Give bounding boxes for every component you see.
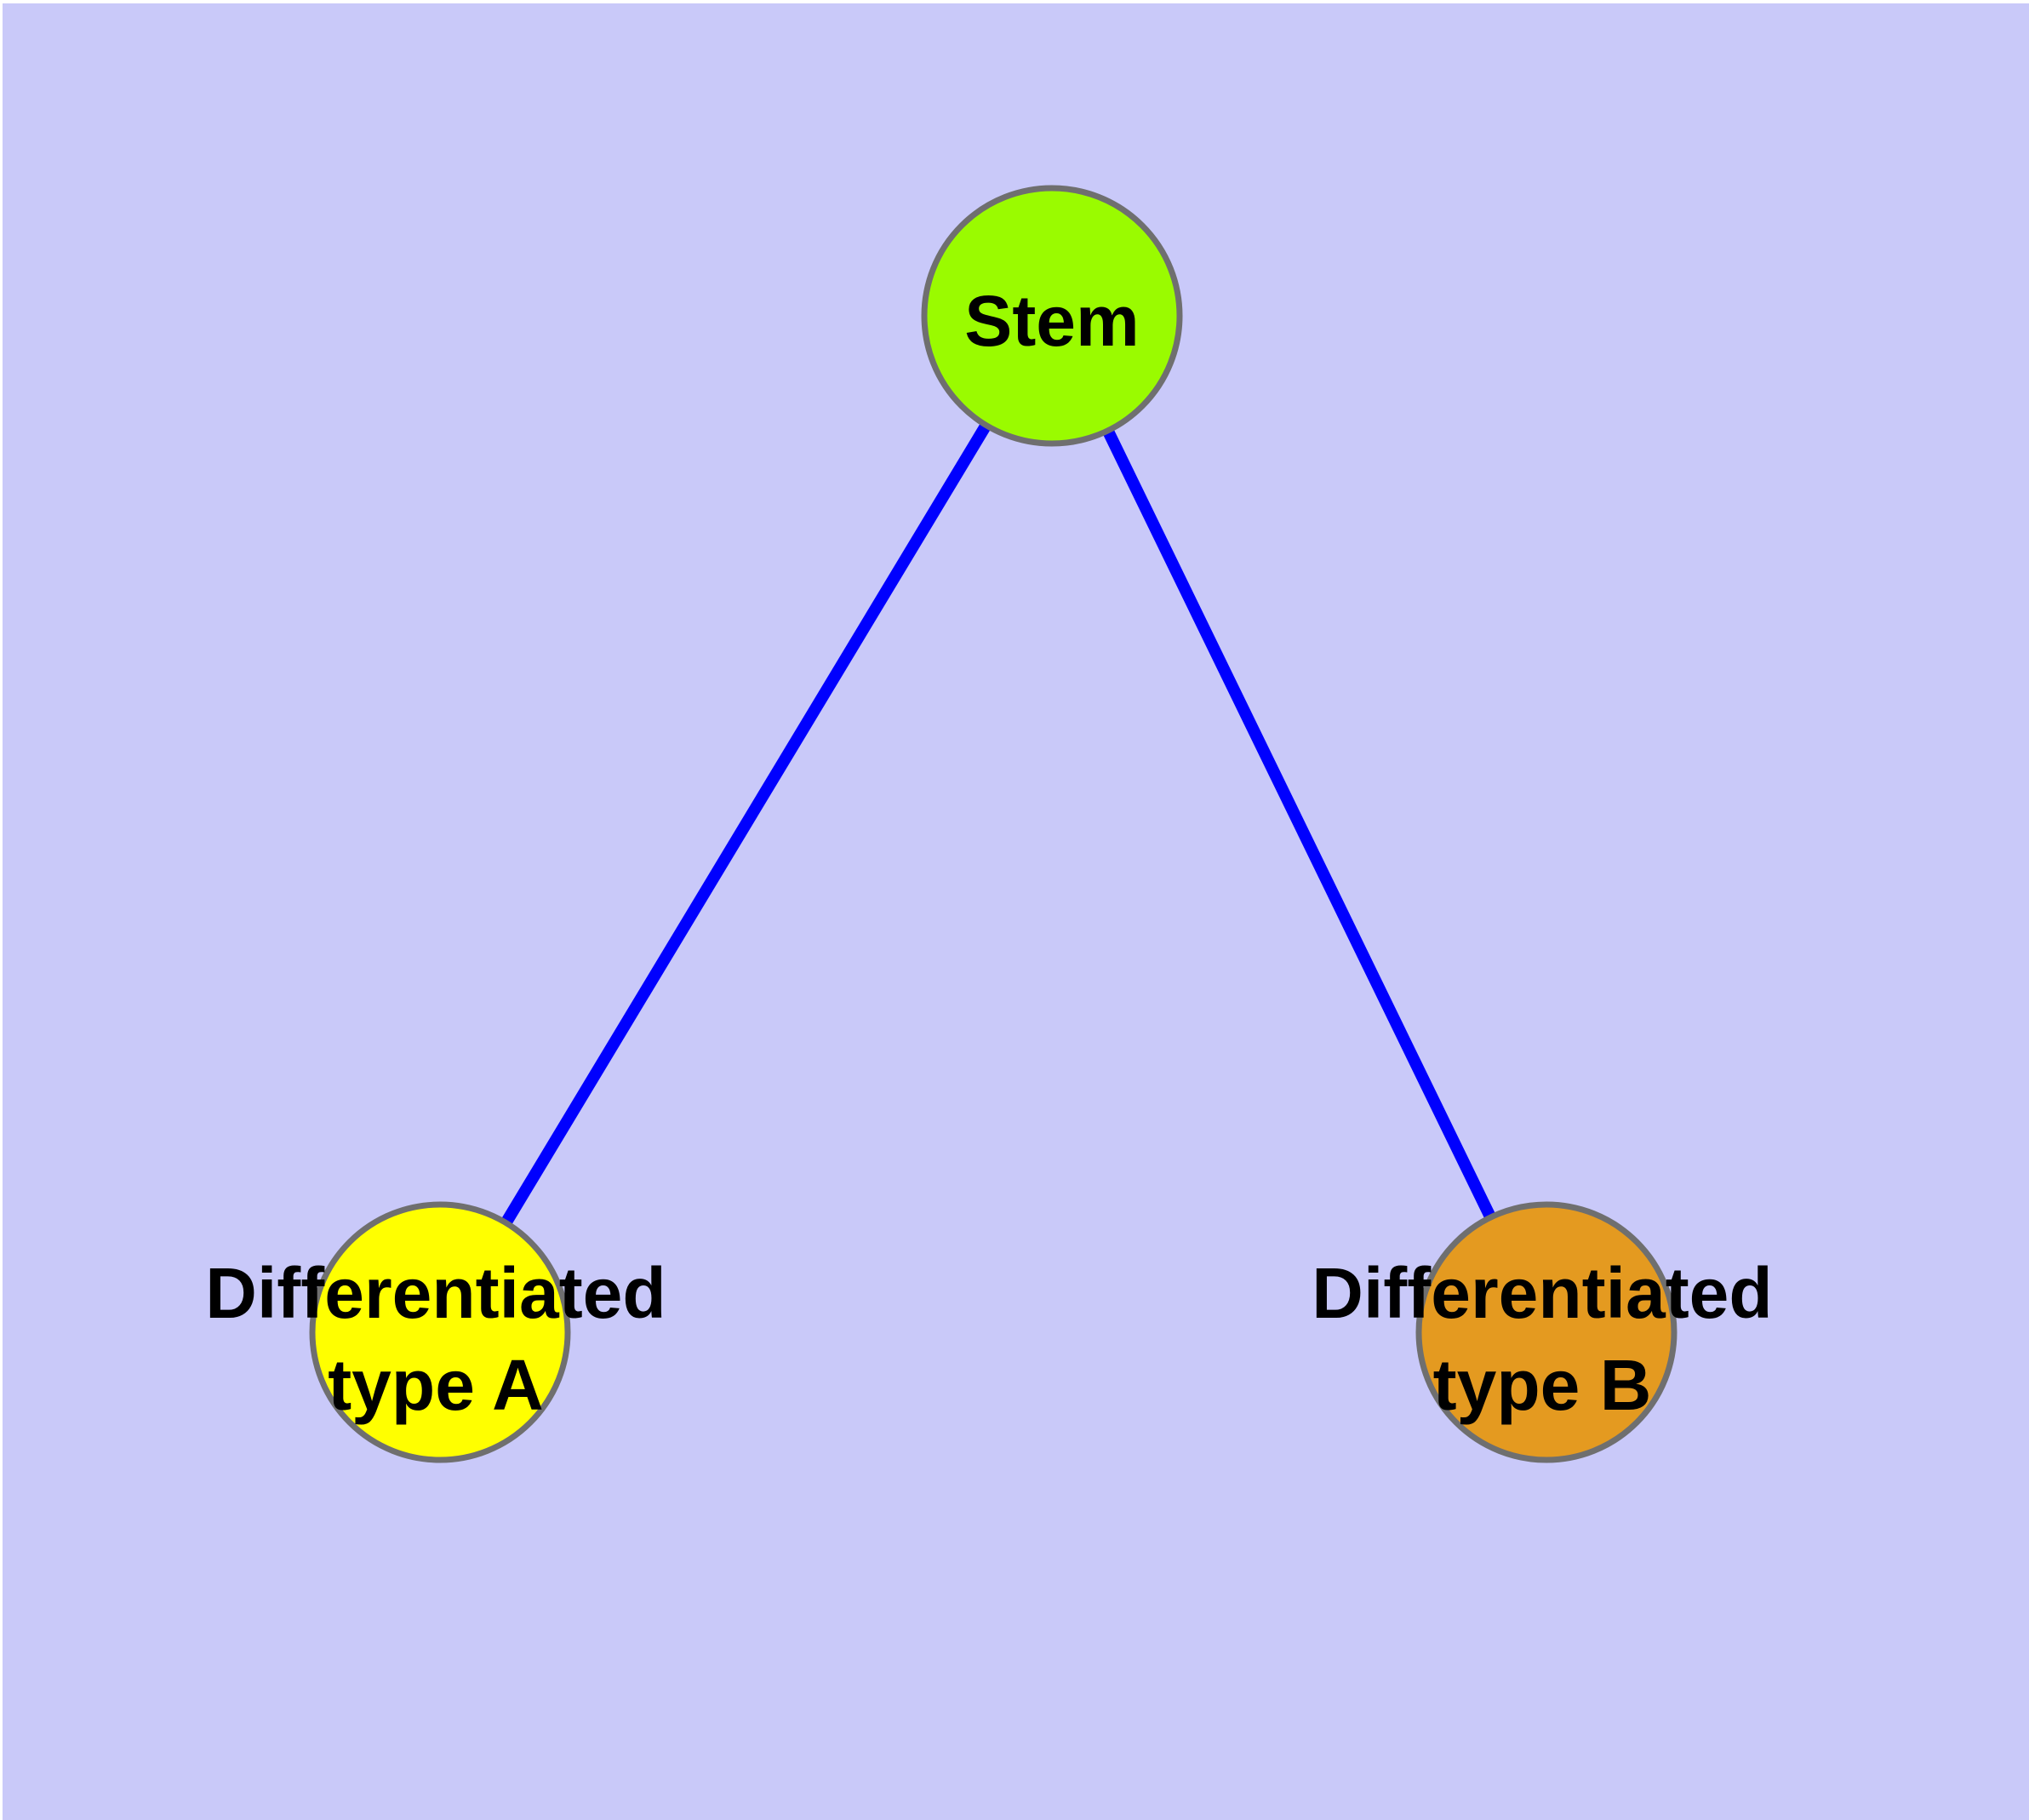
type-b-label-line1: Differentiated [1312,1253,1772,1333]
edge-stem-to-type-a [435,312,1057,1336]
edge-stem-to-type-b [1046,312,1552,1336]
stem-node [921,185,1183,447]
type-a-label-line2: type A [328,1345,544,1425]
type-a-label-line1: Differentiated [205,1253,666,1333]
type-b-label-line2: type B [1433,1345,1652,1425]
differentiated-type-a-node [309,1201,571,1463]
stem-node-label: Stem [964,281,1139,361]
differentiated-type-b-node [1415,1201,1677,1463]
